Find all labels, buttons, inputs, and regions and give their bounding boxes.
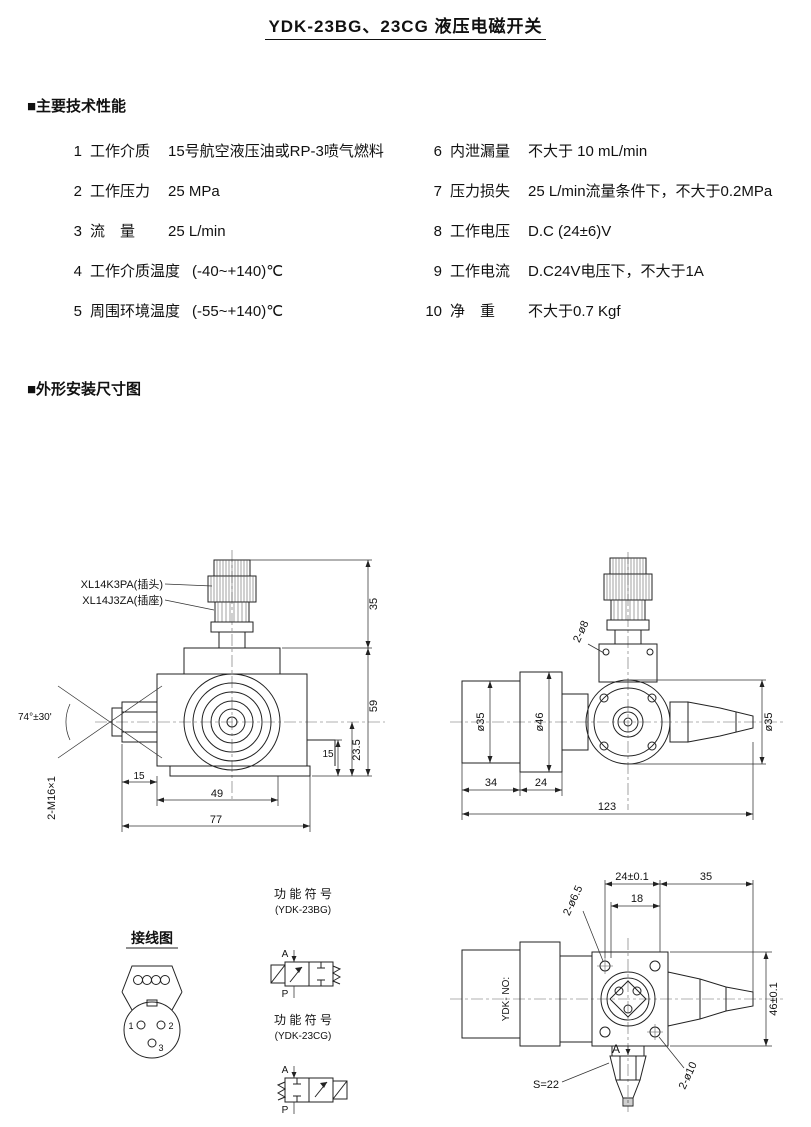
spec-row: 7 压力损失 25 L/min流量条件下，不大于0.2MPa	[420, 182, 773, 222]
spec-name: 压力损失	[450, 183, 511, 200]
spec-name: 工作电流	[450, 263, 511, 280]
page-title-text: YDK-23BG、23CG 液压电磁开关	[265, 17, 546, 40]
body-marking: YDK- NO:	[501, 977, 512, 1021]
symbol-cg-model: (YDK-23CG)	[275, 1031, 332, 1042]
valve-body-bottom	[461, 941, 754, 1107]
spec-row: 4 工作介质温度 (-40~+140)℃	[60, 262, 384, 302]
spec-value: 25 L/min	[168, 223, 226, 240]
dim-123-label: 123	[598, 801, 616, 813]
dim-18-label: 18	[631, 893, 643, 905]
dim-24-label: 24	[535, 777, 547, 789]
pin-2-label: 2	[168, 1021, 173, 1031]
spec-num: 2	[73, 183, 82, 200]
bottom-view: 24±0.1 35 18 2-ø6.5 46±0.1 YDK- NO: A 2-…	[450, 871, 785, 1112]
connector-side	[598, 557, 658, 683]
specs-right-column: 6 内泄漏量不大于 10 mL/min 7 压力损失 25 L/min流量条件下，不大…	[420, 142, 772, 342]
spec-row: 6 内泄漏量不大于 10 mL/min	[420, 142, 772, 182]
spec-value: 不大于 10 mL/min	[528, 143, 648, 160]
spec-name: 周围环境温度	[90, 303, 181, 320]
wiring-title: 接线图	[131, 930, 173, 946]
spec-num: 7	[433, 183, 442, 200]
valve-body-side	[461, 671, 754, 773]
spec-value: (-55~+140)℃	[192, 303, 284, 320]
spec-row: 9 工作电流 D.C24V电压下，不大于1A	[420, 262, 772, 302]
dim-15-port-label: 15	[133, 771, 145, 782]
spec-value: 15号航空液压油或RP-3喷气燃料	[168, 143, 384, 160]
dim-35-label: 35	[368, 598, 380, 610]
dim-15-step-label: 15	[322, 749, 334, 760]
dia-35-right-label: ø35	[763, 713, 775, 732]
dim-46-tol-label: 46±0.1	[768, 982, 780, 1016]
spec-num: 8	[433, 223, 442, 240]
thread-label: 2-M16×1	[46, 776, 58, 820]
spec-row: 5 周围环境温度 (-55~+140)℃	[60, 302, 384, 342]
spec-name: 内泄漏量	[450, 143, 511, 160]
spec-value: 25 L/min流量条件下，不大于0.2MPa	[528, 183, 773, 200]
function-symbol-bg: 功 能 符 号 (YDK-23BG) A P	[270, 886, 342, 1000]
spec-num: 5	[73, 303, 82, 320]
symbol-bg-model: (YDK-23BG)	[275, 905, 331, 916]
port-a-label: A	[612, 1042, 620, 1056]
section-header-specs: ■主要技术性能	[27, 98, 127, 115]
spec-value: D.C (24±6)V	[528, 223, 612, 240]
dim-23-5-label: 23.5	[351, 739, 363, 760]
spec-num: 4	[73, 263, 82, 280]
function-symbol-cg: 功 能 符 号 (YDK-23CG) A P	[274, 1012, 348, 1116]
spec-row: 8 工作电压 D.C (24±6)V	[420, 222, 772, 262]
holes-2xd8-label: 2-ø8	[571, 619, 591, 645]
valve-body-front	[111, 647, 336, 777]
dim-77-label: 77	[210, 814, 222, 826]
spec-row: 10 净 重 不大于0.7 Kgf	[420, 302, 772, 342]
spec-name: 流 量	[90, 223, 136, 240]
spec-name: 工作电压	[450, 223, 511, 240]
pin-3-label: 3	[158, 1043, 163, 1053]
angle-dim-label: 74°±30'	[18, 712, 52, 723]
socket-label: XL14J3ZA(插座)	[82, 593, 163, 607]
holes-2xd10-label: 2-ø10	[677, 1060, 700, 1091]
spec-name: 净 重	[450, 303, 496, 320]
dim-24-tol-label: 24±0.1	[615, 871, 649, 883]
spec-num: 6	[433, 143, 442, 160]
wrench-size-label: S=22	[533, 1079, 559, 1091]
spec-value: 25 MPa	[168, 183, 220, 200]
side-view: 2-ø8 ø35 ø46 ø35 34 24 123	[450, 552, 785, 820]
symbol-cg-title: 功 能 符 号	[274, 1012, 332, 1027]
page-title: YDK-23BG、23CG 液压电磁开关	[0, 12, 811, 40]
spec-name: 工作介质	[90, 143, 151, 160]
spec-name: 工作压力	[90, 183, 151, 200]
spec-name: 工作介质温度	[90, 263, 181, 280]
holes-2xd6-5-label: 2-ø6.5	[561, 884, 585, 918]
symbol-cg-port-a: A	[282, 1065, 289, 1076]
dim-35-label: 35	[700, 871, 712, 883]
spec-num: 9	[433, 263, 442, 280]
spec-value: 不大于0.7 Kgf	[528, 303, 621, 320]
spec-num: 1	[73, 143, 82, 160]
section-header-outline: ■外形安装尺寸图	[27, 381, 142, 398]
dim-49-label: 49	[211, 788, 223, 800]
dia-46-label: ø46	[534, 713, 546, 732]
symbol-cg-port-p: P	[282, 1105, 289, 1116]
pin-1-label: 1	[128, 1021, 133, 1031]
connector-front	[207, 559, 257, 649]
dia-35-left-label: ø35	[475, 713, 487, 732]
dim-34-label: 34	[485, 777, 497, 789]
symbol-bg-port-p: P	[282, 989, 289, 1000]
front-view: XL14K3PA(插头) XL14J3ZA(插座) 74°±30' 2-M16×…	[18, 550, 385, 832]
plug-label: XL14K3PA(插头)	[81, 577, 163, 591]
spec-row: 3 流 量 25 L/min	[60, 222, 384, 262]
spec-value: (-40~+140)℃	[192, 263, 284, 280]
spec-value: D.C24V电压下，不大于1A	[528, 263, 704, 280]
symbol-bg-port-a: A	[282, 949, 289, 960]
wiring-diagram: 接线图 1 2 3	[121, 930, 183, 1059]
spec-row: 1 工作介质 15号航空液压油或RP-3喷气燃料	[60, 142, 384, 182]
spec-num: 10	[425, 303, 442, 320]
dim-59-label: 59	[368, 700, 380, 712]
symbol-bg-title: 功 能 符 号	[274, 886, 332, 901]
spec-row: 2 工作压力 25 MPa	[60, 182, 384, 222]
spec-num: 3	[73, 223, 82, 240]
